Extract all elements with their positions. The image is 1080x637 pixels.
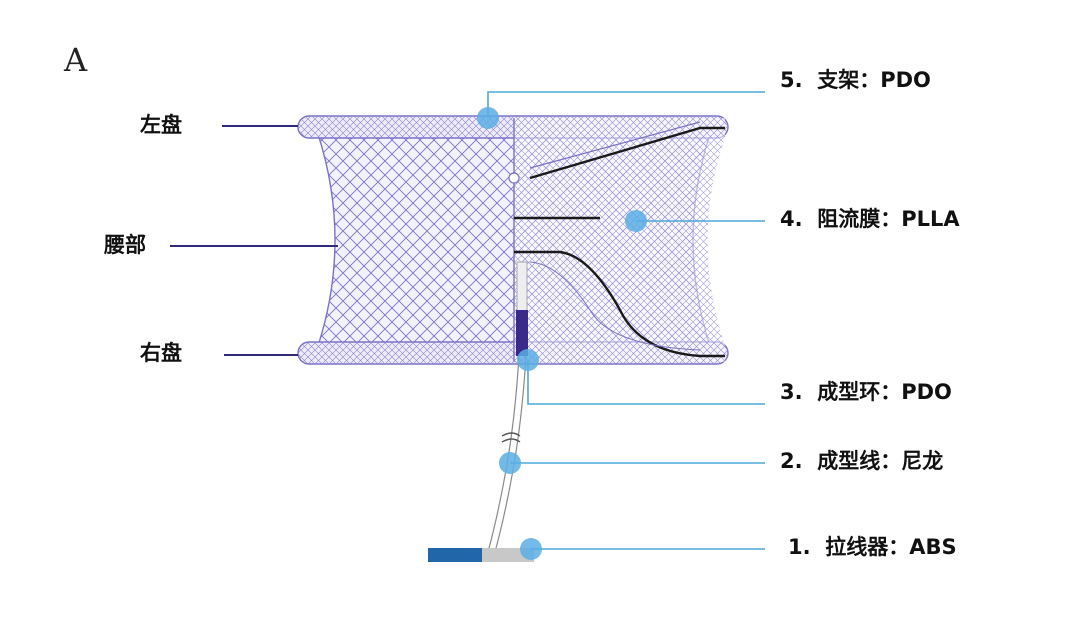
component-4-text: 阻流膜：PLLA — [817, 207, 960, 231]
flow-membrane — [508, 121, 725, 358]
component-1-number: 1. — [788, 535, 811, 559]
component-2: 2. 成型线：尼龙 — [780, 451, 943, 472]
component-5-number: 5. — [780, 68, 803, 92]
forming-ring — [516, 261, 528, 356]
component-4-number: 4. — [780, 207, 803, 231]
puller — [428, 548, 534, 562]
left-leaders — [170, 125, 338, 356]
dot-5 — [477, 107, 499, 129]
component-3: 3. 成型环：PDO — [780, 382, 952, 403]
component-5-text: 支架：PDO — [817, 68, 931, 92]
dot-2 — [499, 452, 521, 474]
component-3-number: 3. — [780, 380, 803, 404]
panel-label: A — [64, 41, 88, 79]
label-waist: 腰部 — [104, 233, 146, 257]
component-1-text: 拉线器：ABS — [825, 535, 957, 559]
label-left-disc: 左盘 — [140, 113, 182, 137]
component-4: 4. 阻流膜：PLLA — [780, 209, 960, 230]
callout-dots — [477, 107, 647, 560]
component-2-number: 2. — [780, 449, 803, 473]
component-2-text: 成型线：尼龙 — [817, 449, 944, 473]
label-right-disc: 右盘 — [140, 341, 182, 365]
dot-3 — [517, 349, 539, 371]
dot-4 — [625, 210, 647, 232]
component-5: 5. 支架：PDO — [780, 70, 931, 91]
component-3-text: 成型环：PDO — [817, 380, 952, 404]
dot-1 — [520, 538, 542, 560]
cross-section — [513, 118, 725, 362]
component-1: 1. 拉线器：ABS — [788, 537, 957, 558]
